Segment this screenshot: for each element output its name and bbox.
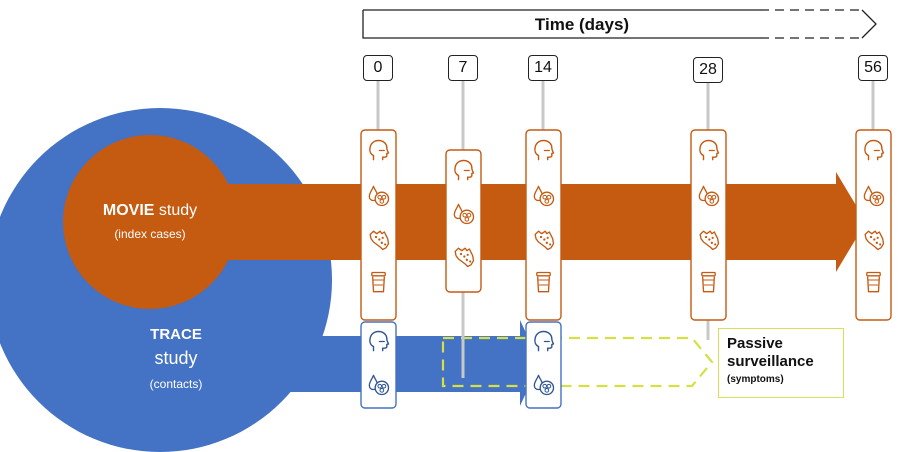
movie-population-circle [63, 135, 237, 309]
passive-surveillance-dashed-arrow [441, 336, 714, 388]
trace-subtitle: (contacts) [149, 377, 203, 391]
trace-name: TRACE [150, 326, 202, 343]
timeline-arrow-head [861, 9, 877, 39]
timeline-arrow-bottom-edge [362, 10, 760, 39]
day-label-56: 56 [858, 55, 888, 81]
movie-day-14-panel [525, 129, 562, 321]
movie-day-56-panel [855, 129, 892, 321]
movie-subtitle: (index cases) [114, 227, 186, 241]
passive-title-line2: surveillance [727, 353, 814, 370]
trace-study-word: study [154, 348, 198, 368]
movie-name: MOVIE [102, 202, 155, 219]
trace-day-0-panel [360, 321, 397, 409]
passive-surveillance-box: Passive surveillance (symptoms) [718, 328, 844, 398]
day-label-0: 0 [363, 55, 393, 81]
day-label-14: 14 [528, 55, 558, 81]
trace-day-14-panel [525, 321, 562, 409]
passive-subtitle: (symptoms) [727, 374, 784, 385]
movie-suffix: study [154, 202, 198, 219]
movie-arrow [150, 172, 866, 272]
day-label-28: 28 [693, 57, 723, 83]
movie-study-label: MOVIE study [75, 202, 225, 220]
day-label-7: 7 [448, 55, 478, 81]
timeline-title: Time (days) [535, 15, 629, 34]
movie-day-0-panel [360, 129, 397, 321]
movie-day-28-panel [690, 129, 727, 321]
passive-title-line1: Passive [727, 335, 783, 352]
